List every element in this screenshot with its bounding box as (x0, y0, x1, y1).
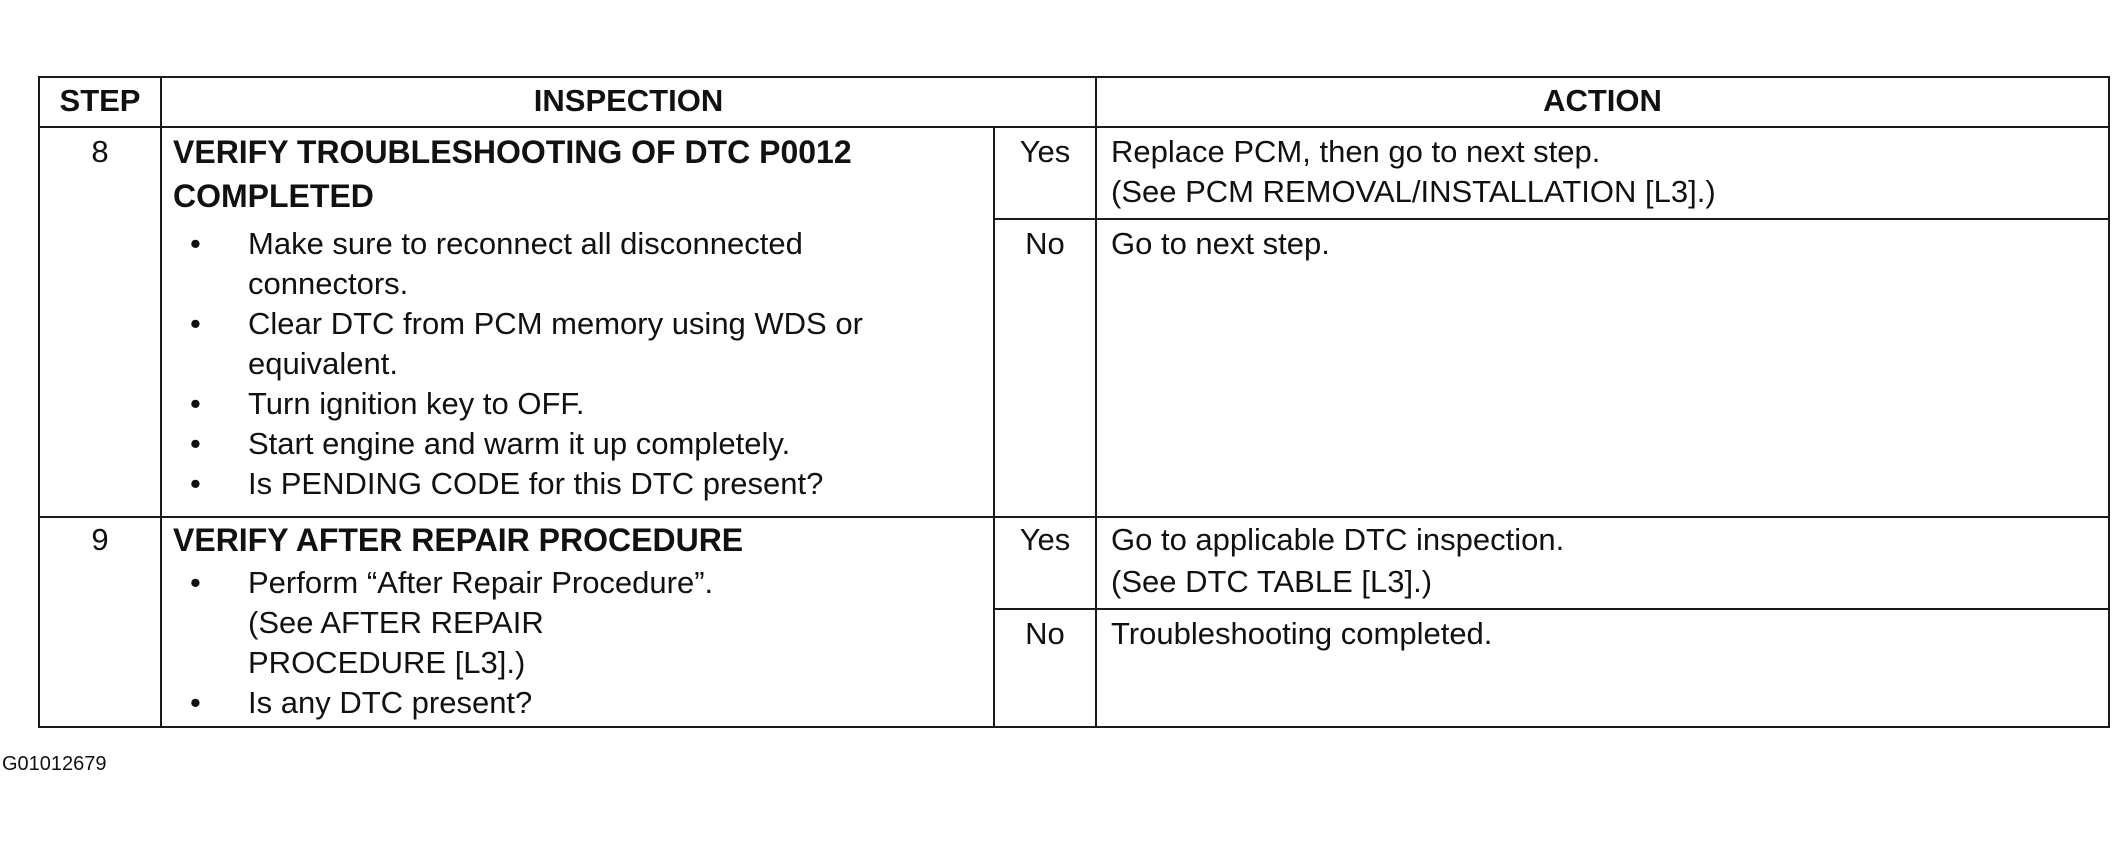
bullet-symbol: • (190, 226, 201, 261)
step-number: 9 (91, 522, 109, 557)
inspection-bullet: • Is any DTC present? (190, 683, 980, 723)
inspection-bullet: • Start engine and warm it up completely… (190, 424, 980, 464)
action-text: Go to next step. (1111, 226, 1330, 261)
step8-yesno-divider (993, 126, 995, 516)
bullet-text: Turn ignition key to OFF. (248, 386, 585, 421)
header-step: STEP (59, 83, 141, 118)
bullet-text: (See AFTER REPAIR (248, 605, 544, 640)
header-action: ACTION (1543, 83, 1662, 118)
header-inspection: INSPECTION (533, 83, 724, 118)
step8-yes-no-divider (993, 218, 2108, 220)
bullet-symbol: • (190, 685, 201, 720)
inspection-bullet: • Turn ignition key to OFF. (190, 384, 980, 424)
bullet-text: Is PENDING CODE for this DTC present? (248, 466, 824, 501)
figure-id: G01012679 (2, 753, 107, 775)
inspection-title: VERIFY AFTER REPAIR PROCEDURE (173, 522, 744, 558)
bullet-symbol: • (190, 466, 201, 501)
inspection-bullet: • Clear DTC from PCM memory using WDS or… (190, 304, 980, 384)
action-text: Go to applicable DTC inspection. (1111, 522, 1565, 557)
bullet-text: Clear DTC from PCM memory using WDS or (248, 306, 863, 341)
bullet-symbol: • (190, 386, 201, 421)
header-divider (40, 126, 2108, 128)
no-label: No (1025, 226, 1065, 261)
action-text: Troubleshooting completed. (1111, 616, 1493, 651)
bullet-text: Make sure to reconnect all disconnected (248, 226, 803, 261)
bullet-symbol: • (190, 306, 201, 341)
step-number: 8 (91, 134, 109, 169)
inspection-bullet: • Make sure to reconnect all disconnecte… (190, 224, 980, 304)
no-label: No (1025, 616, 1065, 651)
diagnostic-table: STEP INSPECTION ACTION 8 VERIFY TROUBLES… (38, 76, 2110, 728)
inspection-title: COMPLETED (173, 178, 374, 214)
bullet-text: Start engine and warm it up completely. (248, 426, 791, 461)
bullet-text: equivalent. (248, 346, 398, 381)
bullet-symbol: • (190, 565, 201, 600)
row-divider (40, 516, 2108, 518)
inspection-title: VERIFY TROUBLESHOOTING OF DTC P0012 (173, 134, 852, 170)
step9-yes-no-divider (993, 608, 2108, 610)
action-text: (See PCM REMOVAL/INSTALLATION [L3].) (1111, 174, 1716, 209)
bullet-text: Perform “After Repair Procedure”. (248, 565, 714, 600)
bullet-text: Is any DTC present? (248, 685, 533, 720)
step-column-divider (160, 78, 162, 726)
yes-label: Yes (1019, 134, 1071, 169)
inspection-action-divider (1095, 78, 1097, 726)
yes-label: Yes (1019, 522, 1071, 557)
bullet-symbol: • (190, 426, 201, 461)
inspection-bullet: • Perform “After Repair Procedure”. (See… (190, 563, 980, 683)
action-text: Replace PCM, then go to next step. (1111, 134, 1601, 169)
bullet-text: PROCEDURE [L3].) (248, 645, 526, 680)
inspection-bullet: • Is PENDING CODE for this DTC present? (190, 464, 980, 504)
step9-yesno-divider (993, 516, 995, 726)
action-text: (See DTC TABLE [L3].) (1111, 564, 1433, 599)
bullet-text: connectors. (248, 266, 409, 301)
